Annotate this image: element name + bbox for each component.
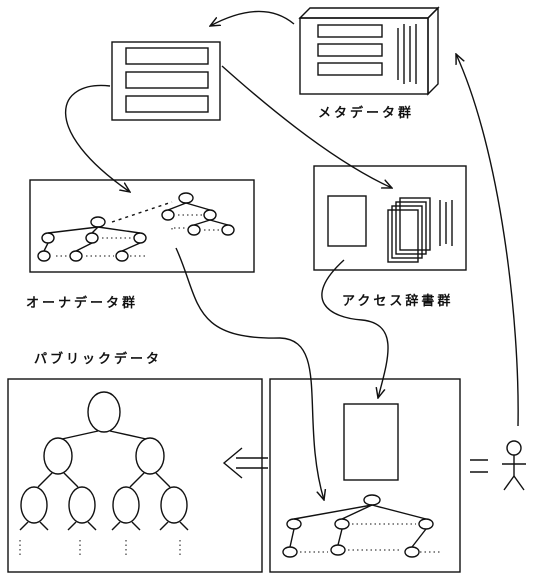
- arrow-record-to-owner-data: [65, 84, 130, 192]
- arrow-metadata-store-to-record: [210, 10, 295, 26]
- equals-sign: [470, 459, 488, 473]
- arrow-user-to-metadata: [456, 54, 519, 427]
- public-data-label: パブリックデータ: [34, 352, 163, 367]
- metadata-store-box: [298, 6, 440, 96]
- metadata-label: メタデータ群: [318, 106, 415, 121]
- user-person-icon: [502, 440, 526, 491]
- working-data-box: [269, 378, 461, 573]
- arrow-owner-data-to-working: [175, 247, 324, 500]
- metadata-record-box: [111, 41, 221, 121]
- arrow-access-dictionary-to-working: [321, 259, 389, 398]
- owner-data-label: オーナデータ群: [26, 296, 139, 311]
- public-data-box: [7, 378, 263, 573]
- transform-to-public-arrow: [222, 447, 268, 479]
- access-dictionary-box: [313, 165, 467, 271]
- owner-data-box: [29, 179, 255, 273]
- arrow-record-to-access-dictionary: [221, 65, 392, 188]
- access-dictionary-label: アクセス辞書群: [342, 294, 454, 309]
- tree-dotted-connectors: [19, 214, 440, 556]
